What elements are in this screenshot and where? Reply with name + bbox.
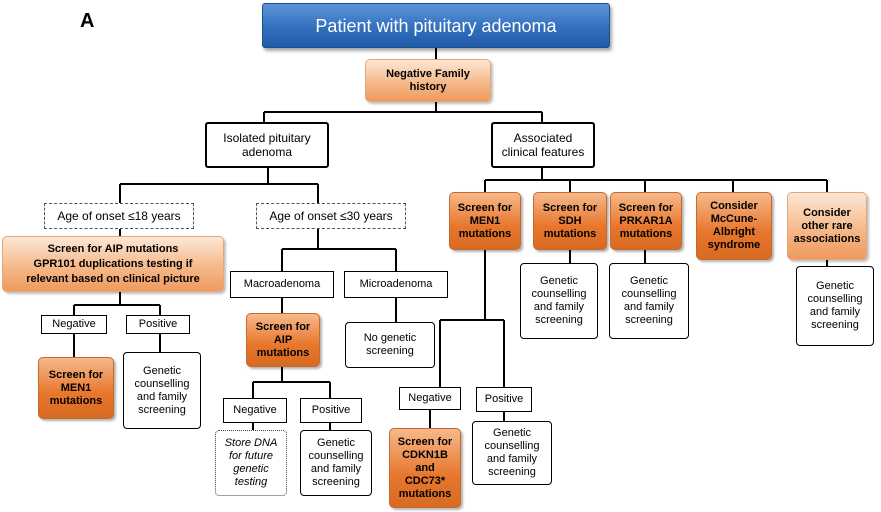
sdh-screen-node: Screen for SDH mutations [533,192,607,250]
age18-node: Age of onset ≤18 years [44,203,194,229]
negative-node-2: Negative [223,398,287,423]
genetic-counselling-node-3: Genetic counselling and family screening [472,421,552,485]
panel-label: A [80,10,95,32]
genetic-counselling-rare-node: Genetic counselling and family screening [796,266,874,346]
other-rare-associations-node: Consider other rare associations [787,192,867,260]
negative-node-3: Negative [399,387,461,410]
genetic-counselling-sdh-node: Genetic counselling and family screening [520,263,598,339]
positive-node-1: Positive [126,315,190,334]
men1-screen-node-left: Screen for MEN1 mutations [38,357,114,419]
negative-node-1: Negative [41,315,107,334]
positive-node-2: Positive [300,398,362,423]
cdkn1b-cdc73-screen-node: Screen for CDKN1B and CDC73* mutations [389,428,461,508]
prkar1a-screen-node: Screen for PRKAR1A mutations [610,192,682,250]
family-history-node: Negative Family history [365,59,491,102]
connector-assoc-split [484,168,828,192]
microadenoma-node: Microadenoma [344,271,448,298]
isolated-adenoma-node: Isolated pituitary adenoma [205,122,329,168]
no-genetic-screening-node: No genetic screening [345,322,435,368]
connector-men1b-split [439,250,505,387]
positive-node-3: Positive [476,387,532,412]
macroadenoma-node: Macroadenoma [230,271,334,298]
aip-gpr101-screen-node: Screen for AIP mutations GPR101 duplicat… [2,236,224,292]
root-node: Patient with pituitary adenoma [262,3,610,48]
genetic-counselling-node-2: Genetic counselling and family screening [300,430,372,496]
aip-screen-node: Screen for AIP mutations [246,313,320,367]
connector-aip1-split [73,292,161,315]
genetic-counselling-node-1: Genetic counselling and family screening [123,352,201,429]
genetic-counselling-prkar1a-node: Genetic counselling and family screening [609,263,689,339]
connector-family-split [263,102,543,122]
mccune-albright-node: Consider McCune- Albright syndrome [696,192,772,260]
age30-node: Age of onset ≤30 years [256,203,406,229]
connector-age30-split [281,229,397,271]
associated-features-node: Associated clinical features [491,122,595,168]
men1-screen-node-right: Screen for MEN1 mutations [449,192,521,250]
store-dna-node: Store DNA for future genetic testing [215,430,287,496]
connector-aip2-split [252,367,331,398]
connector-isolated-split [119,168,319,203]
